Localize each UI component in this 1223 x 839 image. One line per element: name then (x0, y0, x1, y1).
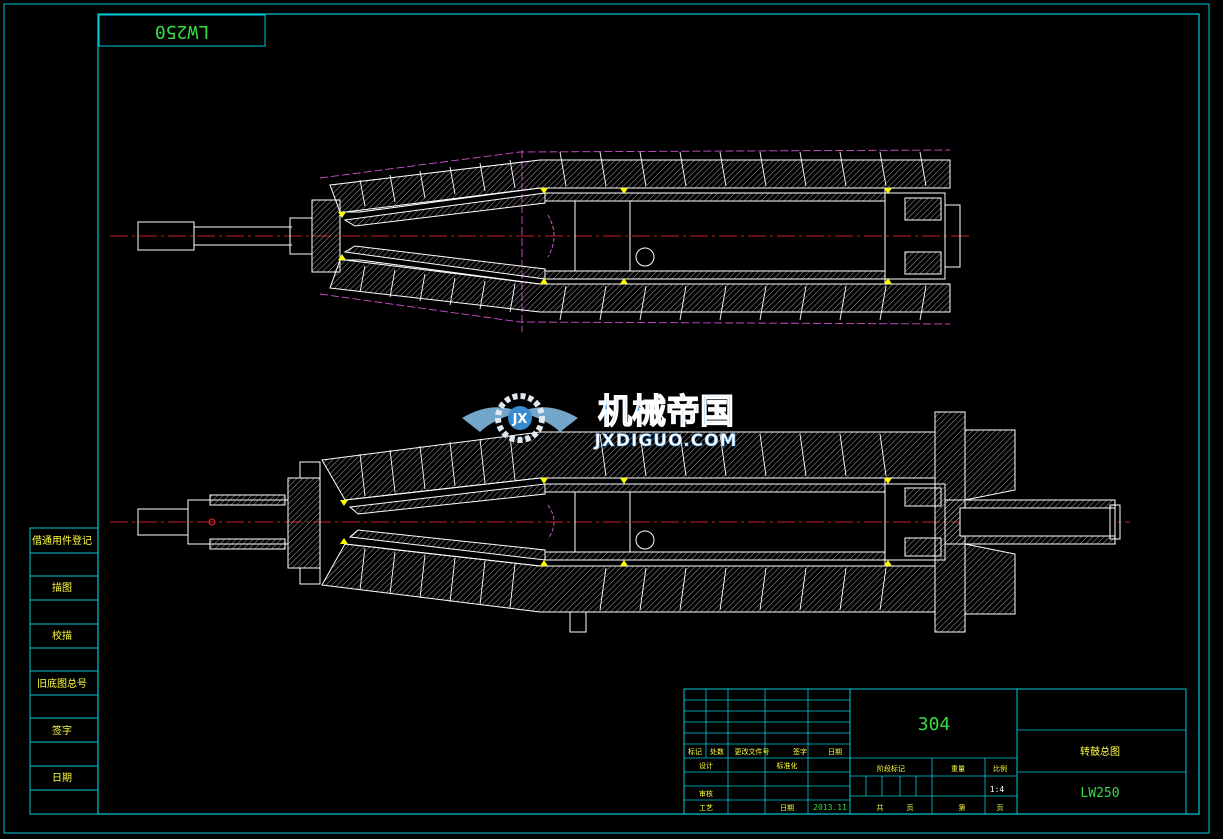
top-phantom-lower (319, 293, 951, 325)
drawing-title: 转鼓总图 (1080, 745, 1120, 758)
outer-frame (3, 3, 1210, 834)
title-block: 标记 处数 更改文件号 签字 日期 设计 标准化 审核 工艺 日期 2013.1… (683, 688, 1187, 815)
rev-header-date: 日期 (828, 748, 842, 756)
top-phantom-upper (319, 149, 951, 179)
row-process: 工艺 (699, 804, 713, 812)
watermark-cn-text: 机械帝国 (598, 392, 734, 432)
stage-label: 阶段标记 (877, 764, 905, 773)
top-flights-lower (359, 265, 927, 321)
total-sheets-label: 共 (877, 803, 884, 812)
svg-text:JX: JX (512, 412, 528, 427)
panel-item-6: 日期 (52, 772, 72, 784)
top-shaft-end (137, 221, 195, 251)
bottom-weld-marks (340, 478, 892, 566)
rev-header-sign: 签字 (793, 747, 807, 756)
panel-item-3: 校描 (52, 629, 72, 642)
sheet-number-unit: 页 (997, 804, 1004, 812)
row-review: 审核 (699, 789, 713, 798)
scale-value: 1:4 (990, 785, 1005, 794)
rev-header-count: 处数 (710, 747, 724, 756)
row-date: 日期 (780, 804, 794, 812)
left-panel: 借通用件登记 描图 校描 旧底图总号 签字 日期 (29, 527, 99, 815)
code-box-text: LW250 (155, 21, 209, 42)
panel-item-2: 描图 (52, 581, 72, 594)
rev-header-mark: 标记 (688, 747, 702, 756)
weight-label: 重量 (951, 765, 965, 773)
panel-item-5: 签字 (52, 724, 72, 737)
row-design: 设计 (699, 761, 713, 770)
gear-logo-icon: JX (462, 393, 578, 443)
sheet-number-label: 第 (959, 803, 966, 812)
date-value: 2013.11 (813, 803, 847, 812)
drawing-number: LW250 (1080, 786, 1119, 801)
bottom-flights-lower (359, 547, 887, 611)
scale-label: 比例 (993, 764, 1007, 773)
panel-item-1: 借通用件登记 (32, 534, 92, 547)
top-view (110, 149, 970, 332)
inner-frame (97, 13, 1200, 815)
code-box: LW250 (98, 14, 266, 47)
rev-header-docno: 更改文件号 (735, 747, 770, 756)
row-standard: 标准化 (777, 761, 798, 770)
bottom-view (110, 411, 1130, 633)
top-flights-upper (359, 151, 927, 207)
watermark: JX 机械帝国 JXDIGUO.COM (462, 391, 737, 451)
watermark-en-text: JXDIGUO.COM (593, 431, 737, 451)
total-sheets-unit: 页 (907, 804, 914, 812)
material-text: 304 (918, 714, 951, 735)
bottom-flights-upper (359, 433, 887, 497)
top-weld-marks (338, 188, 892, 284)
panel-item-4: 旧底图总号 (37, 677, 87, 690)
